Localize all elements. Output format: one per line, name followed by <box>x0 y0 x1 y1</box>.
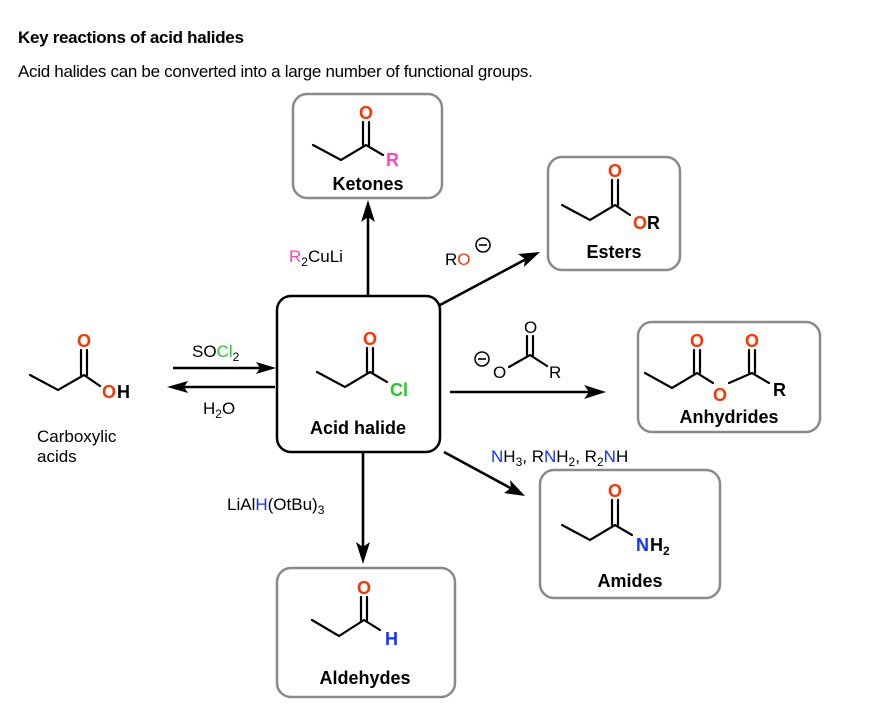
bridging-oxygen: O <box>713 385 727 405</box>
aldehydes-box <box>275 566 457 699</box>
r-group: R <box>773 380 786 400</box>
ester-oxygen: O <box>633 213 647 233</box>
arrow-to-esters <box>439 252 540 307</box>
svg-text:O: O <box>493 363 506 382</box>
carboxylic-acid-structure: O O H <box>28 331 130 402</box>
carboxylic-acids-label-line2: acids <box>37 447 77 466</box>
reagent-alkoxide: RO <box>445 250 471 269</box>
aldehydes-label: Aldehydes <box>319 668 410 688</box>
acid-halide-box <box>275 294 442 454</box>
carbonyl-oxygen: O <box>363 329 377 349</box>
svg-text:H2: H2 <box>650 535 670 558</box>
arrow-to-amides <box>443 450 525 496</box>
carbonyl-oxygen: O <box>77 331 91 351</box>
carbonyl-oxygen-2: O <box>745 331 759 351</box>
carbonyl-oxygen: O <box>608 481 622 501</box>
carbonyl-oxygen: O <box>359 103 373 123</box>
reagent-r2culi: R2CuLi <box>289 247 343 269</box>
anhydride-structure: O O O R <box>643 331 786 405</box>
r-group: R <box>386 150 399 170</box>
reagent-h2o: H2O <box>203 399 235 421</box>
chlorine-atom: Cl <box>390 380 408 400</box>
aldehyde-hydrogen: H <box>385 629 398 649</box>
arrow-forward-socl2 <box>173 362 276 374</box>
anhydrides-label: Anhydrides <box>679 407 778 427</box>
anhydrides-box <box>636 320 822 434</box>
carbonyl-oxygen: O <box>357 578 371 598</box>
amides-label: Amides <box>597 571 662 591</box>
ketones-label: Ketones <box>332 174 403 194</box>
arrow-to-ketones <box>361 200 375 296</box>
page-title: Key reactions of acid halides <box>18 28 244 47</box>
acid-halide-structure: O Cl <box>315 329 408 400</box>
arrow-reverse-h2o <box>167 381 275 393</box>
page-subtitle: Acid halides can be converted into a lar… <box>18 62 533 81</box>
nitrogen-atom: N <box>636 535 649 555</box>
esters-label: Esters <box>586 242 641 262</box>
hydroxyl-hydrogen: H <box>117 382 130 402</box>
svg-text:R: R <box>549 363 561 382</box>
carbonyl-oxygen-1: O <box>690 331 704 351</box>
ester-structure: O O R <box>560 161 660 233</box>
negative-charge-icon <box>475 237 491 253</box>
aldehyde-structure: O H <box>310 578 398 649</box>
amide-structure: O N H2 <box>560 481 670 558</box>
reagent-socl2: SOCl2 <box>192 342 240 364</box>
acid-halide-label: Acid halide <box>310 418 406 438</box>
reagent-lialh-otbu3: LiAlH(OtBu)3 <box>227 495 325 517</box>
esters-box <box>546 155 682 272</box>
ester-r-group: R <box>647 213 660 233</box>
hydroxyl-oxygen: O <box>102 382 116 402</box>
carbonyl-oxygen: O <box>608 161 622 181</box>
reagent-carboxylate: O O R <box>474 318 561 382</box>
svg-text:O: O <box>524 318 537 337</box>
arrow-to-aldehydes <box>356 453 370 564</box>
ketone-structure: O R <box>311 103 399 170</box>
arrow-to-anhydrides <box>450 385 606 399</box>
negative-charge-icon <box>474 351 490 367</box>
carboxylic-acids-label-line1: Carboxylic <box>37 427 117 446</box>
reagent-amines: NH3, RNH2, R2NH <box>491 447 628 469</box>
